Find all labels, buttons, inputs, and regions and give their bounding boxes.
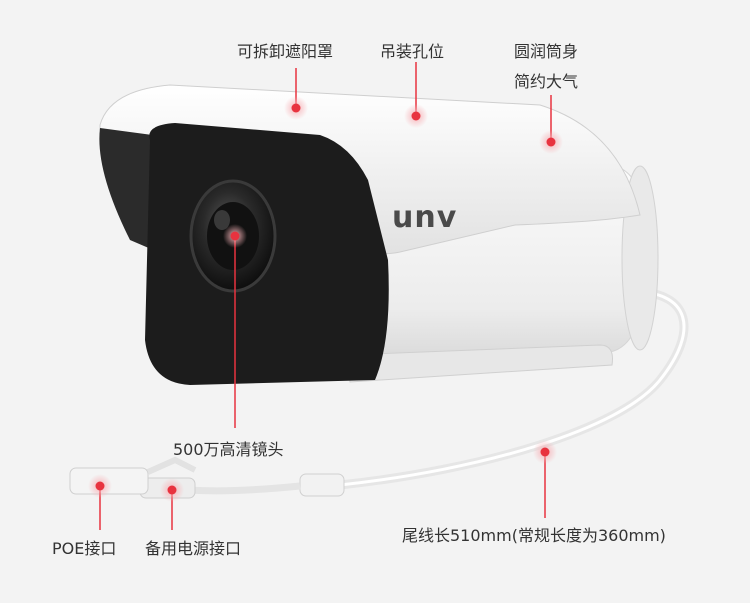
callout-body-line2: 简约大气 xyxy=(514,72,579,91)
callout-sunshade: 可拆卸遮阳罩 xyxy=(237,42,334,61)
callout-power: 备用电源接口 xyxy=(145,539,242,558)
callout-mount-holes: 吊装孔位 xyxy=(380,42,445,61)
brand-logo: unv xyxy=(392,200,457,235)
callout-cable: 尾线长510mm(常规长度为360mm) xyxy=(402,526,666,545)
callout-dot-icon xyxy=(88,96,563,502)
callout-poe: POE接口 xyxy=(52,539,117,558)
callout-body-line1: 圆润筒身 xyxy=(514,42,579,61)
callout-lens: 500万高清镜头 xyxy=(173,440,284,459)
cable-connector xyxy=(299,473,345,497)
